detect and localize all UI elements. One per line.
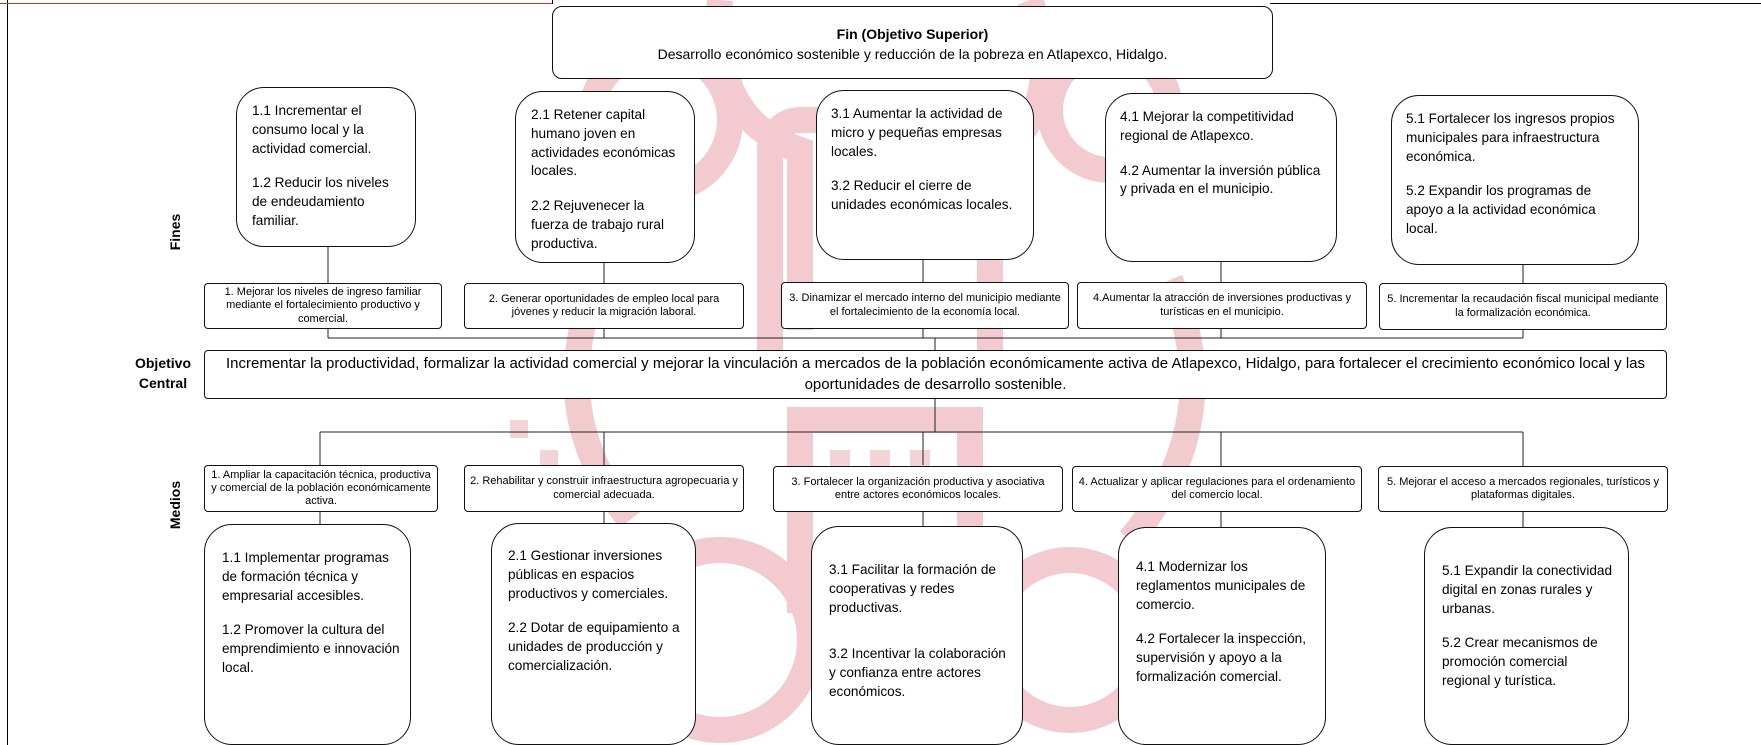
fin-text: Desarrollo económico sostenible y reducc… (657, 45, 1168, 62)
fin-title: Fin (Objetivo Superior) (836, 26, 989, 42)
medios-item-3-2: 3.2 Incentivar la colaboración y confian… (829, 646, 1006, 699)
page-frame-top-accent (0, 3, 553, 4)
medios-item-5-2: 5.2 Crear mecanismos de promoción comerc… (1442, 635, 1598, 688)
fines-item-2-1: 2.1 Retener capital humano joven en acti… (531, 107, 676, 179)
fines-bar-1: 1. Mejorar los niveles de ingreso famili… (204, 283, 442, 329)
fines-bubble-2: 2.1 Retener capital humano joven en acti… (515, 91, 695, 263)
medios-bubble-1: 1.1 Implementar programas de formación t… (204, 524, 411, 745)
fines-bubble-1: 1.1 Incrementar el consumo local y la ac… (236, 87, 416, 247)
page-frame-left (7, 0, 8, 745)
medios-item-1-2: 1.2 Promover la cultura del emprendimien… (222, 622, 400, 675)
central-label-line1: Objetivo (134, 355, 191, 371)
medios-label: Medios (167, 480, 183, 530)
fines-bubble-4: 4.1 Mejorar la competitividad regional d… (1105, 93, 1337, 262)
page-frame-tick (552, 0, 553, 4)
medios-bubble-5: 5.1 Expandir la conectividad digital en … (1424, 527, 1629, 745)
medios-item-4-2: 4.2 Fortalecer la inspección, supervisió… (1136, 631, 1307, 684)
central-objective-box: Incrementar la productividad, formalizar… (204, 350, 1667, 399)
fines-label: Fines (167, 213, 183, 251)
fines-item-5-2: 5.2 Expandir los programas de apoyo a la… (1406, 183, 1596, 236)
fines-item-5-1: 5.1 Fortalecer los ingresos propios muni… (1406, 111, 1615, 164)
fines-bubble-3: 3.1 Aumentar la actividad de micro y peq… (816, 90, 1034, 260)
central-objective-label: Objetivo Central (128, 354, 198, 393)
medios-item-2-2: 2.2 Dotar de equipamiento a unidades de … (508, 620, 680, 673)
medios-bubble-3: 3.1 Facilitar la formación de cooperativ… (811, 526, 1023, 745)
medios-item-4-1: 4.1 Modernizar los reglamentos municipal… (1136, 559, 1306, 612)
medios-item-1-1: 1.1 Implementar programas de formación t… (222, 550, 389, 603)
fines-item-4-2: 4.2 Aumentar la inversión pública y priv… (1120, 162, 1321, 197)
medios-bubble-2: 2.1 Gestionar inversiones públicas en es… (491, 523, 696, 745)
medios-bar-3: 3. Fortalecer la organización productiva… (773, 466, 1063, 512)
medios-item-3-1: 3.1 Facilitar la formación de cooperativ… (829, 562, 996, 615)
fines-bar-3: 3. Dinamizar el mercado interno del muni… (781, 282, 1069, 329)
fines-item-1-1: 1.1 Incrementar el consumo local y la ac… (252, 103, 372, 156)
fin-objective-box: Fin (Objetivo Superior) Desarrollo econó… (552, 6, 1273, 79)
medios-bar-5: 5. Mejorar el acceso a mercados regional… (1378, 466, 1668, 512)
medios-bar-4: 4. Actualizar y aplicar regulaciones par… (1072, 466, 1362, 512)
fines-bubble-5: 5.1 Fortalecer los ingresos propios muni… (1391, 95, 1639, 265)
medios-item-2-1: 2.1 Gestionar inversiones públicas en es… (508, 548, 669, 601)
fines-item-3-1: 3.1 Aumentar la actividad de micro y peq… (831, 106, 1003, 159)
fines-bar-2: 2. Generar oportunidades de empleo local… (464, 283, 744, 329)
fines-item-4-1: 4.1 Mejorar la competitividad regional d… (1120, 109, 1294, 143)
fines-bar-4: 4.Aumentar la atracción de inversiones p… (1077, 282, 1367, 329)
central-label-line2: Central (138, 374, 188, 391)
fines-item-3-2: 3.2 Reducir el cierre de unidades económ… (831, 178, 1013, 212)
fines-bar-5: 5. Incrementar la recaudación fiscal mun… (1379, 283, 1667, 330)
medios-bar-2: 2. Rehabilitar y construir infraestructu… (464, 465, 744, 512)
fines-item-2-2: 2.2 Rejuvenecer la fuerza de trabajo rur… (531, 198, 664, 251)
page-frame-top-right (1270, 3, 1761, 4)
medios-item-5-1: 5.1 Expandir la conectividad digital en … (1442, 563, 1613, 616)
medios-bar-1: 1. Ampliar la capacitación técnica, prod… (204, 465, 438, 512)
fines-item-1-2: 1.2 Reducir los niveles de endeudamiento… (252, 175, 389, 228)
medios-bubble-4: 4.1 Modernizar los reglamentos municipal… (1118, 527, 1326, 745)
